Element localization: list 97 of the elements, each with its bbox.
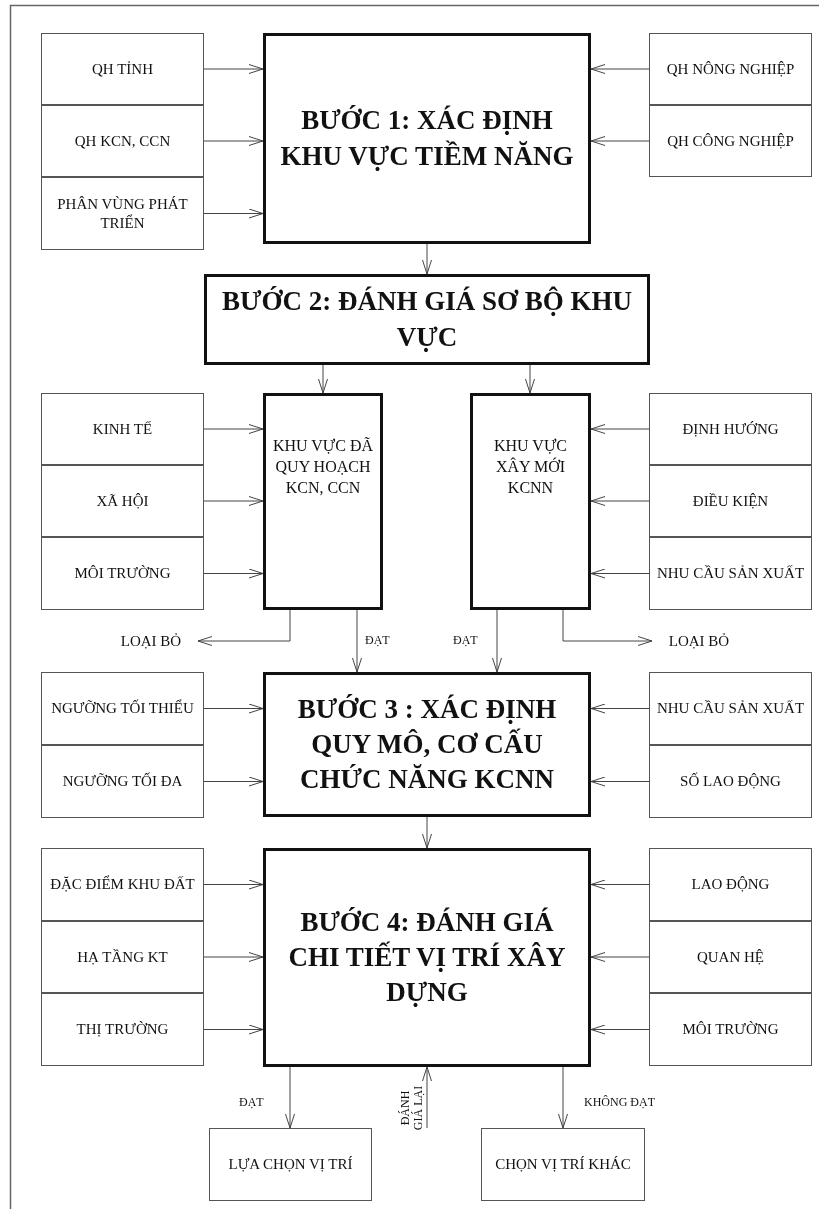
process-box (649, 848, 812, 921)
outcome-label: LOẠI BỎ (652, 630, 746, 652)
process-box (41, 921, 204, 993)
process-box (470, 393, 591, 610)
process-box (649, 465, 812, 537)
arrow (525, 364, 535, 394)
box-label: BƯỚC 3 : XÁC ĐỊNH QUY MÔ, CƠ CẤU CHỨC NĂNG KCNN (296, 692, 558, 797)
arrow (558, 1066, 568, 1129)
box-label: QH NÔNG NGHIỆP (666, 59, 795, 79)
process-box (41, 672, 204, 745)
arrow (590, 496, 650, 506)
process-box (649, 993, 812, 1066)
box-label: HẠ TẦNG KT (77, 947, 168, 967)
arrow (352, 609, 362, 673)
process-box (649, 393, 812, 465)
box-label: NHU CẦU SẢN XUẤT (656, 699, 805, 718)
arrow (590, 64, 650, 74)
process-box (649, 921, 812, 993)
process-box (41, 33, 204, 105)
arrow (203, 703, 264, 714)
arrow (203, 952, 264, 962)
arrow (562, 609, 653, 646)
arrow (422, 243, 432, 275)
edge-label: ĐÁNH GIÁ LẠI (398, 1084, 426, 1133)
box-label: BƯỚC 4: ĐÁNH GIÁ CHI TIẾT VỊ TRÍ XÂY DỰNG (287, 905, 567, 1010)
arrow (203, 879, 264, 890)
step-box (263, 672, 591, 817)
box-label: KINH TẾ (92, 419, 153, 439)
arrow (203, 496, 264, 506)
box-label: QH KCN, CCN (74, 131, 171, 151)
box-label: NHU CẦU SẢN XUẤT (656, 564, 805, 583)
process-box (649, 537, 812, 610)
process-box (209, 1128, 372, 1201)
box-label: LAO ĐỘNG (691, 875, 770, 894)
box-label: KHU VỰC ĐÃ QUY HOẠCH KCN, CCN (271, 436, 375, 498)
edge-label: ĐẠT (364, 634, 391, 648)
step-box (263, 33, 591, 244)
box-label: NGƯỠNG TỐI THIỂU (51, 699, 194, 718)
process-box (481, 1128, 645, 1201)
box-label: SỐ LAO ĐỘNG (680, 772, 781, 791)
box-label: QH CÔNG NGHIỆP (667, 131, 794, 151)
arrow (590, 568, 650, 579)
process-box (649, 105, 812, 177)
process-box (41, 993, 204, 1066)
arrow (590, 879, 650, 890)
process-box (41, 848, 204, 921)
arrow (422, 816, 432, 849)
process-box (41, 393, 204, 465)
box-label: MÔI TRƯỜNG (682, 1020, 779, 1039)
box-label: LỰA CHỌN VỊ TRÍ (228, 1155, 353, 1174)
arrow (590, 703, 650, 714)
step-box (263, 848, 591, 1067)
arrow (422, 1066, 432, 1129)
box-label: BƯỚC 2: ĐÁNH GIÁ SƠ BỘ KHU VỰC (221, 285, 633, 354)
edge-label: ĐẠT (452, 634, 479, 648)
arrow (197, 609, 291, 646)
arrow (492, 609, 502, 673)
arrow (203, 64, 264, 74)
box-label: NGƯỠNG TỐI ĐA (62, 772, 183, 791)
process-box (649, 745, 812, 818)
box-label: XÃ HỘI (96, 491, 149, 511)
box-label: QUAN HỆ (696, 947, 765, 967)
arrow (590, 776, 650, 787)
step-box (204, 274, 650, 365)
arrow (203, 136, 264, 146)
process-box (41, 177, 204, 250)
process-box (41, 537, 204, 610)
box-label: MÔI TRƯỜNG (74, 564, 171, 583)
arrow (590, 424, 650, 434)
process-box (649, 33, 812, 105)
edge-label: KHÔNG ĐẠT (583, 1096, 656, 1110)
process-box (263, 393, 383, 610)
process-box (649, 672, 812, 745)
box-label: THỊ TRƯỜNG (76, 1020, 169, 1039)
outcome-label: LOẠI BỎ (104, 630, 198, 652)
box-label: ĐIỀU KIỆN (692, 491, 769, 511)
arrow (203, 568, 264, 579)
arrow (318, 364, 328, 394)
arrow (285, 1066, 295, 1129)
arrow (203, 208, 264, 219)
process-box (41, 105, 204, 177)
arrow (590, 136, 650, 146)
arrow (203, 424, 264, 434)
arrow (203, 1024, 264, 1035)
box-label: PHÂN VÙNG PHÁT TRIỂN (56, 194, 189, 233)
arrow (590, 1024, 650, 1035)
box-label: QH TỈNH (92, 59, 153, 79)
box-label: ĐẶC ĐIỂM KHU ĐẤT (50, 875, 195, 894)
box-label: ĐỊNH HƯỚNG (682, 419, 779, 439)
process-box (41, 465, 204, 537)
box-label: BƯỚC 1: XÁC ĐỊNH KHU VỰC TIỀM NĂNG (279, 104, 575, 173)
edge-label: ĐẠT (238, 1096, 265, 1110)
arrow (203, 776, 264, 787)
arrow (590, 952, 650, 962)
box-label: KHU VỰC XÂY MỚI KCNN (493, 436, 568, 498)
process-box (41, 745, 204, 818)
box-label: CHỌN VỊ TRÍ KHÁC (495, 1155, 631, 1174)
